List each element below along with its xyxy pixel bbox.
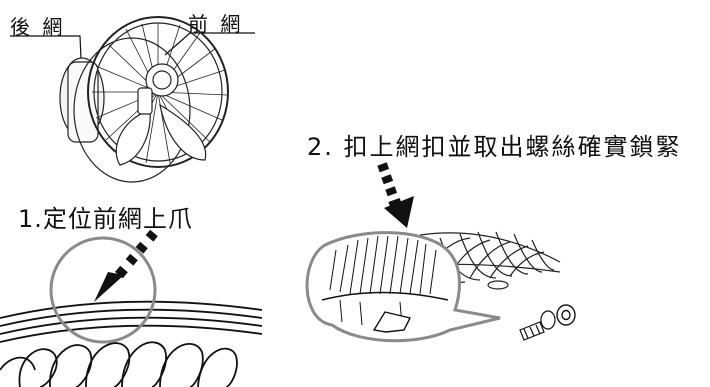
grille-clip <box>372 311 412 333</box>
step1-instruction: 1.定位前網上爪 <box>18 205 193 233</box>
rear-grille <box>73 37 191 183</box>
rear-grille-label: 後 網 <box>10 15 66 39</box>
fan-hub-badge <box>152 70 172 90</box>
fan-hub <box>145 63 179 97</box>
step2-arrow-icon <box>377 162 414 228</box>
step1-grille-closeup <box>0 300 263 387</box>
fan-wall-bracket <box>67 61 99 143</box>
front-grille-outer-ring <box>87 16 229 168</box>
screw-icon <box>519 310 556 341</box>
fan-blade <box>115 109 151 166</box>
step1-highlight-circle <box>49 236 157 344</box>
step1-arrow-icon <box>94 229 158 302</box>
wall-fan-illustration <box>59 16 229 183</box>
step2-callout-grille <box>321 235 449 333</box>
front-grille-label: 前 網 <box>188 12 244 36</box>
fan-stem <box>137 87 153 115</box>
washer-icon <box>556 304 576 326</box>
step2-instruction: 2. 扣上網扣並取出螺絲確實鎖緊 <box>307 133 682 161</box>
fan-blade <box>159 103 207 161</box>
